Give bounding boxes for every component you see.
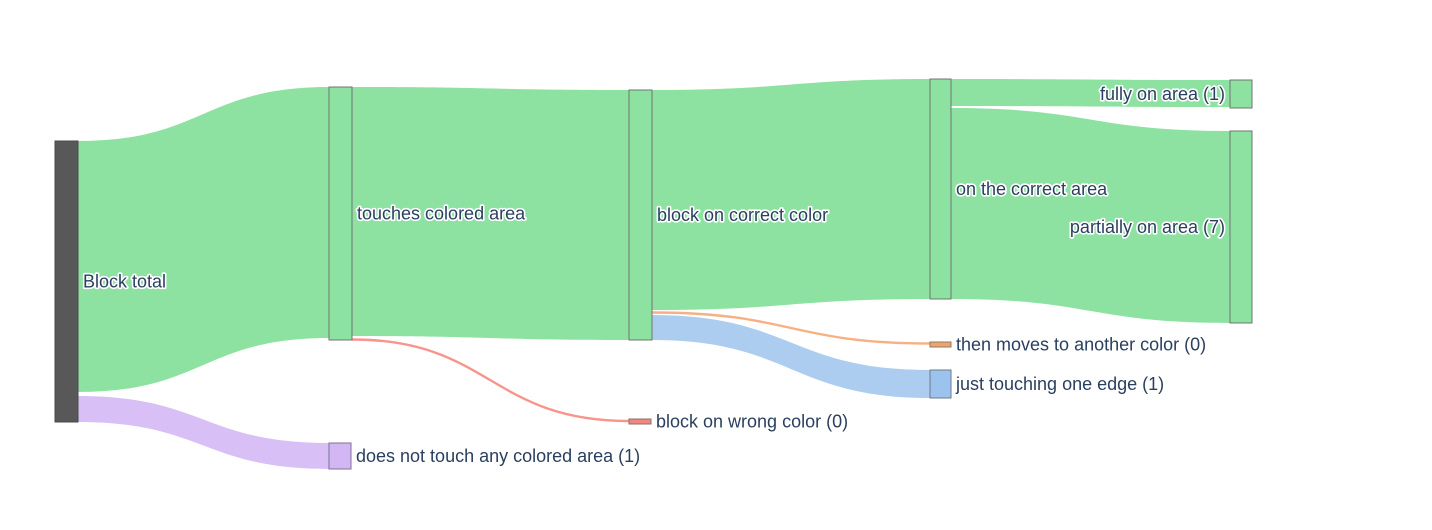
link-touches-wrong_color[interactable] <box>351 338 630 423</box>
node-label-correct_color: block on correct color <box>657 205 828 225</box>
link-correct_color-correct_area[interactable] <box>652 79 930 310</box>
node-touches[interactable] <box>328 86 353 341</box>
node-correct_area[interactable] <box>929 78 952 300</box>
node-label-block_total: Block total <box>83 272 166 292</box>
node-label-no_touch: does not touch any colored area (1) <box>356 446 640 466</box>
node-no_touch[interactable] <box>328 442 352 470</box>
node-correct_color[interactable] <box>628 89 653 341</box>
node-partially[interactable] <box>1229 130 1253 324</box>
node-fully[interactable] <box>1229 79 1253 109</box>
node-touch_edge[interactable] <box>929 369 952 399</box>
link-correct_color-moves[interactable] <box>651 311 931 345</box>
link-touches-correct_color[interactable] <box>352 87 629 340</box>
node-wrong_color[interactable] <box>628 418 652 425</box>
link-block_total-touches[interactable] <box>78 87 329 392</box>
link-block_total-no_touch[interactable] <box>78 396 329 469</box>
link-correct_color-touch_edge[interactable] <box>652 315 930 398</box>
node-label-fully: fully on area (1) <box>1100 84 1225 104</box>
node-label-partially: partially on area (7) <box>1070 217 1225 237</box>
node-label-touch_edge: just touching one edge (1) <box>955 374 1164 394</box>
node-label-moves: then moves to another color (0) <box>956 335 1206 355</box>
node-moves[interactable] <box>929 341 952 348</box>
node-label-wrong_color: block on wrong color (0) <box>656 412 848 432</box>
node-label-touches: touches colored area <box>357 204 526 224</box>
link-correct_area-partially[interactable] <box>951 108 1230 323</box>
node-block_total[interactable] <box>54 140 79 423</box>
link-correct_area-fully[interactable] <box>951 79 1230 107</box>
node-label-correct_area: on the correct area <box>956 179 1108 199</box>
